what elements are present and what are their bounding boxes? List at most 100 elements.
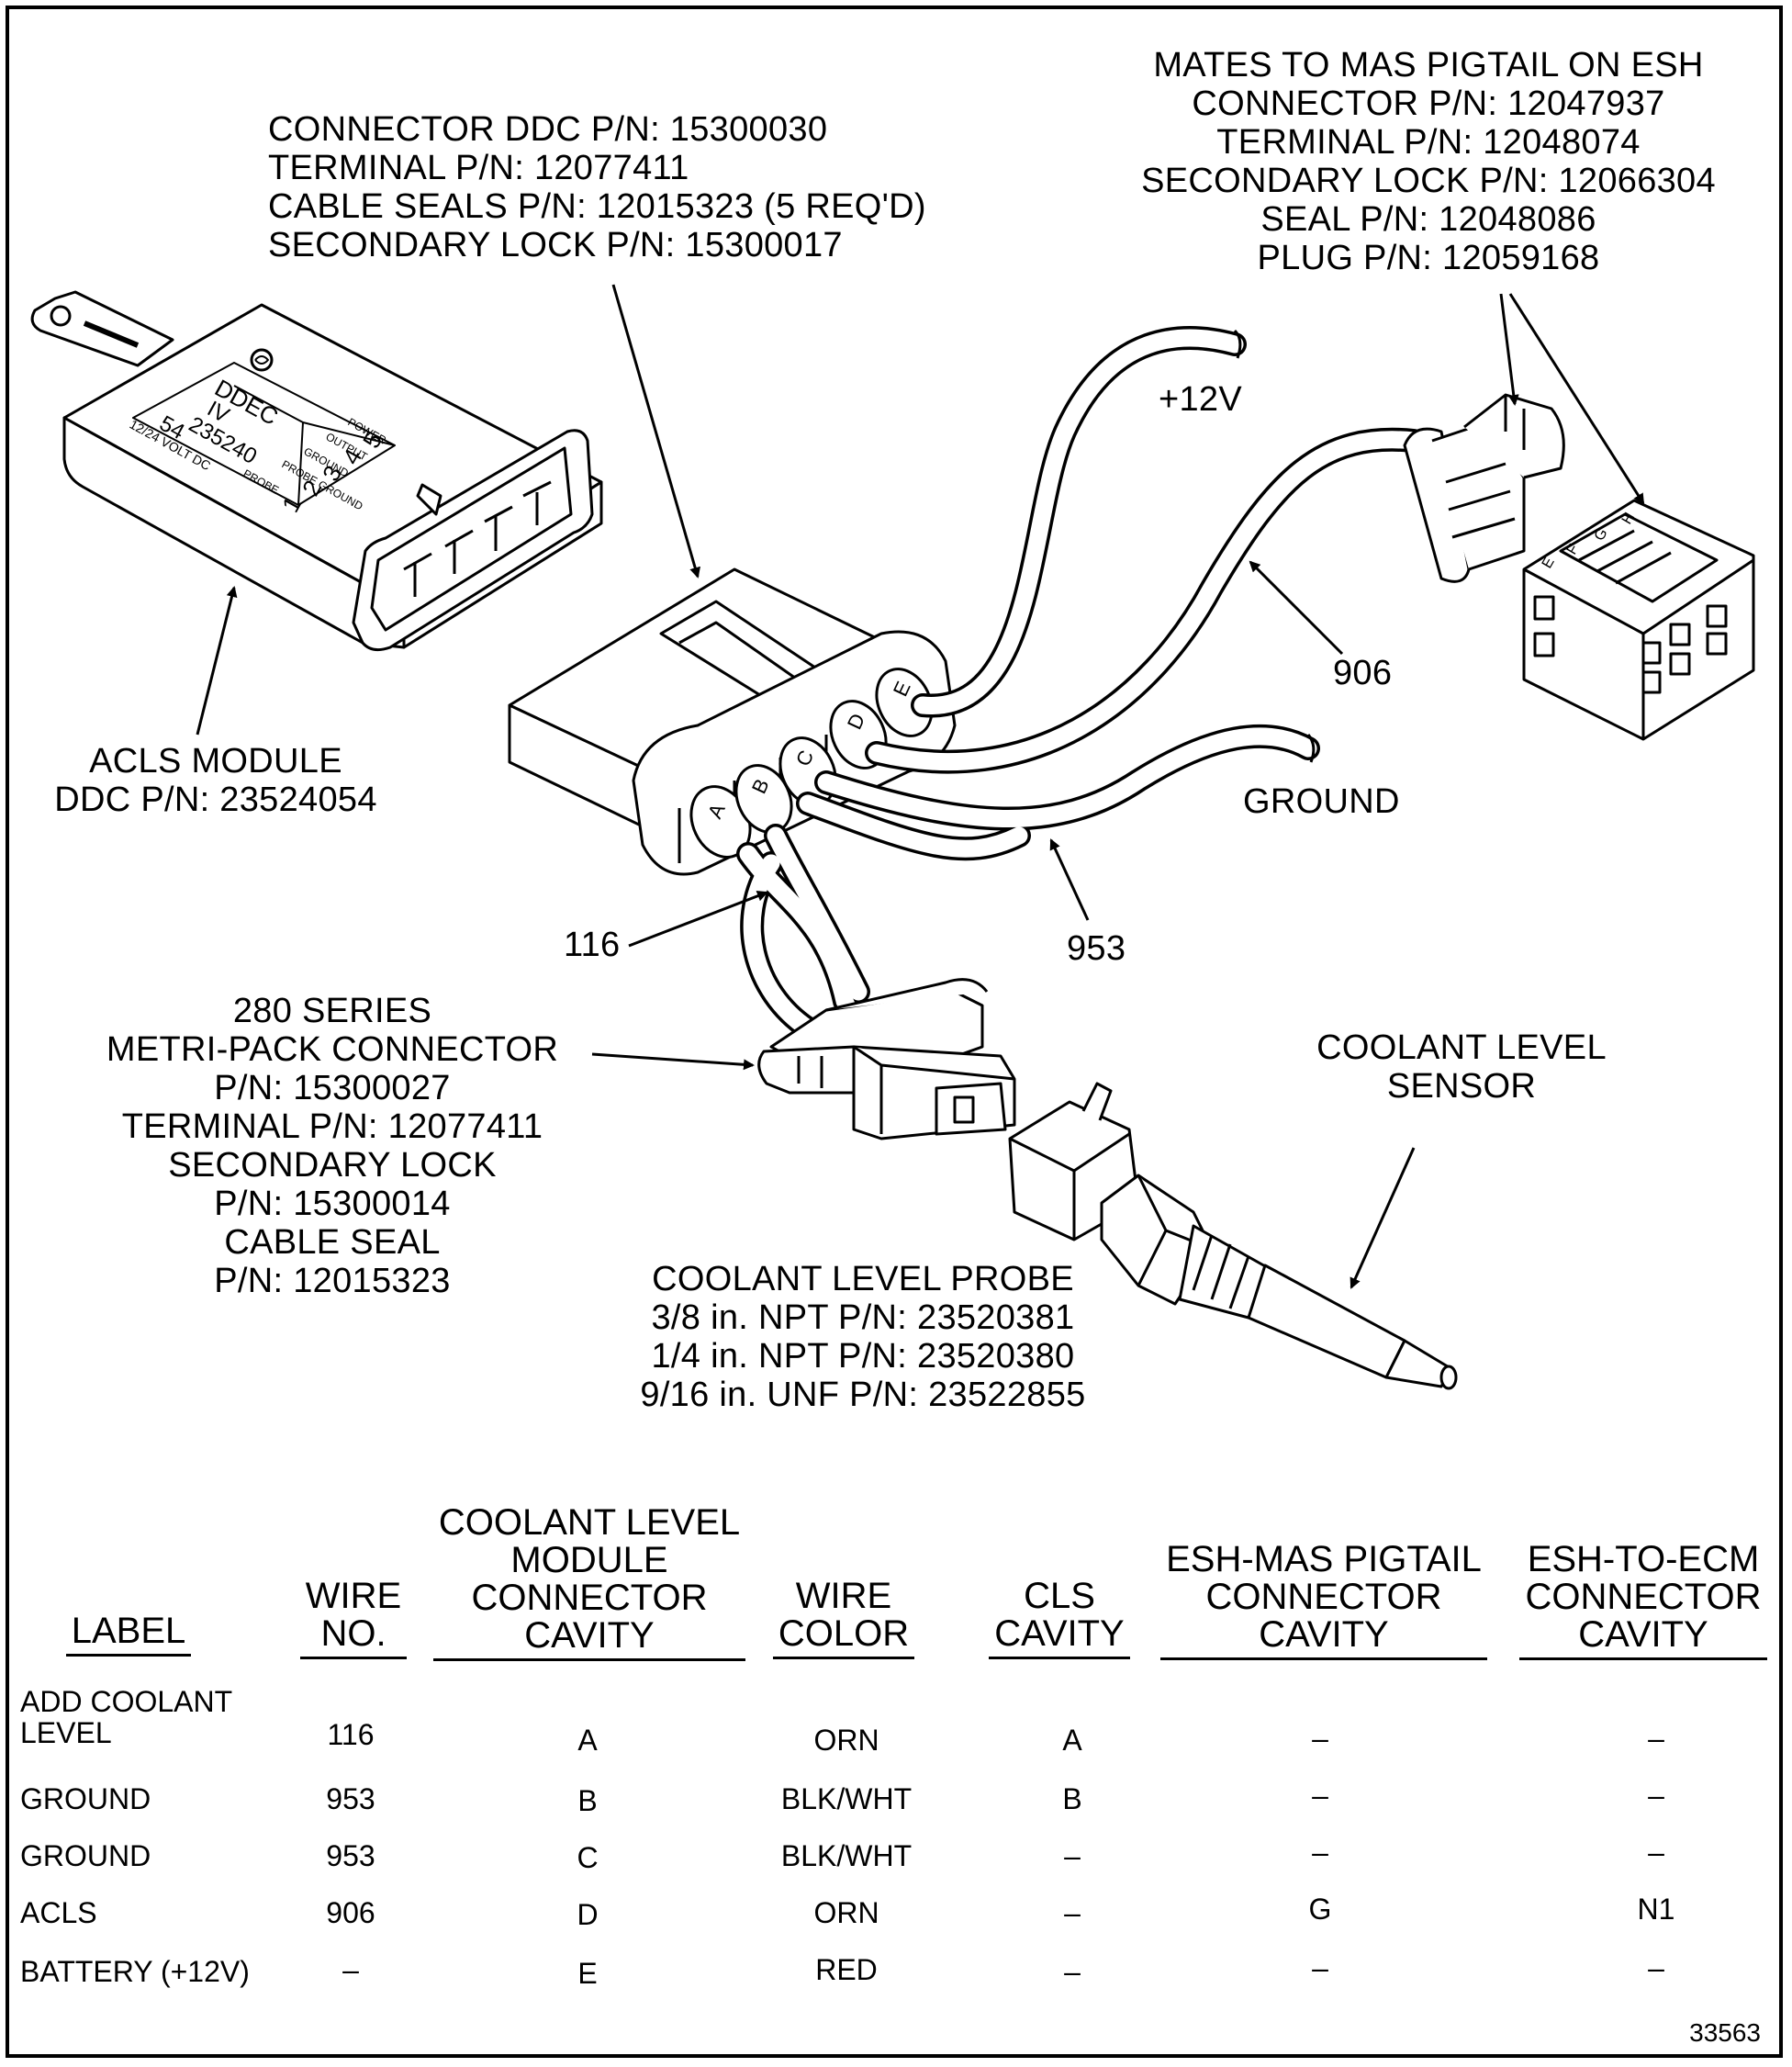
table-row-2-wire: 953 [326,1782,375,1815]
callout-line: CABLE SEALS P/N: 12015323 (5 REQ'D) [268,187,926,226]
esh-connector [1403,393,1755,741]
label-plus12v: +12V [1159,380,1243,419]
header-line: WIRE [305,1576,402,1616]
label-line: LEVEL [20,1716,112,1749]
table-row-4-cls: – [1064,1896,1081,1929]
table-row-2-esh-mas: – [1312,1779,1328,1812]
callout-line: 1/4 in. NPT P/N: 23520380 [651,1337,1075,1376]
arrow-acls [196,586,238,736]
callout-line: COOLANT LEVEL [1316,1028,1607,1067]
header-line: ESH-MAS PIGTAIL [1166,1539,1482,1579]
callout-line: P/N: 12015323 [214,1262,451,1300]
callout-line: PLUG P/N: 12059168 [1257,239,1600,277]
header-line: NO. [320,1613,386,1654]
table-row-1-label: ADD COOLANT LEVEL [20,1686,232,1748]
callout-line: METRI-PACK CONNECTOR [106,1030,559,1069]
arrow-mates-b [1508,293,1645,505]
leader-arrows [196,284,1645,1289]
callout-mates-to-mas: MATES TO MAS PIGTAIL ON ESH CONNECTOR P/… [1116,46,1741,277]
header-line: CONNECTOR [1525,1577,1762,1617]
wire-breaks [1233,329,1316,763]
table-row-5-esh-mas: – [1312,1951,1328,1984]
arrow-116 [628,891,768,948]
label-line: ADD COOLANT [20,1685,233,1718]
table-row-3-esh-ecm: – [1648,1836,1664,1869]
table-row-1-cls: A [1062,1724,1082,1757]
table-row-4-label: ACLS [20,1897,97,1928]
callout-line: TERMINAL P/N: 12048074 [1216,123,1641,162]
figure-frame [6,6,1783,2058]
table-row-1-cavity: A [577,1724,598,1757]
table-row-5-label: BATTERY (+12V) [20,1956,250,1987]
header-line: CAVITY [524,1615,655,1656]
table-row-4-esh-mas: G [1308,1893,1332,1926]
arrow-mates-a [1499,293,1519,406]
header-line: CONNECTOR [471,1578,708,1618]
table-row-3-wire: 953 [326,1839,375,1872]
table-row-5-esh-ecm: – [1648,1951,1664,1984]
table-row-4-wire: 906 [326,1896,375,1929]
label-wire-953: 953 [1067,929,1126,968]
callout-line: CONNECTOR P/N: 12047937 [1192,84,1665,123]
arrow-sensor [1350,1147,1416,1289]
callout-line: ACLS MODULE [89,742,342,781]
callout-line: SECONDARY LOCK P/N: 15300017 [268,226,843,264]
header-line: CLS [1024,1576,1095,1616]
header-line: MODULE [510,1540,668,1580]
table-row-3-label: GROUND [20,1840,151,1871]
table-row-5-wire: – [342,1953,359,1986]
callout-line: MATES TO MAS PIGTAIL ON ESH [1153,46,1704,84]
header-line: CONNECTOR [1205,1577,1442,1617]
table-row-2-cls: B [1062,1782,1082,1815]
arrow-906 [1249,560,1344,656]
table-row-1-esh-ecm: – [1648,1722,1664,1755]
header-line: WIRE [795,1576,892,1616]
table-row-1-esh-mas: – [1312,1722,1328,1755]
table-row-5-cavity: E [577,1957,598,1990]
table-row-3-color: BLK/WHT [780,1839,913,1872]
callout-line: SEAL P/N: 12048086 [1260,200,1596,239]
callout-acls-module: ACLS MODULE DDC P/N: 23524054 [37,742,395,819]
callout-line: TERMINAL P/N: 12077411 [121,1107,543,1146]
callout-line: 280 SERIES [232,992,432,1030]
arrow-953 [1049,838,1090,921]
callout-line: COOLANT LEVEL PROBE [652,1260,1074,1298]
table-row-1-color: ORN [813,1724,879,1757]
callout-coolant-probe: COOLANT LEVEL PROBE 3/8 in. NPT P/N: 235… [606,1260,1120,1414]
header-line: LABEL [71,1611,186,1651]
label-line: GROUND [20,1782,151,1815]
callout-line: P/N: 15300014 [214,1185,451,1223]
table-row-5-cls: – [1064,1955,1081,1988]
table-row-2-cavity: B [577,1784,598,1817]
callout-line: DDC P/N: 23524054 [54,781,377,819]
label-wire-906: 906 [1333,654,1393,692]
arrow-connector-ddc [611,284,700,579]
header-line: CAVITY [994,1613,1125,1654]
table-row-3-cavity: C [577,1841,599,1874]
callout-line: SECONDARY LOCK P/N: 12066304 [1141,162,1716,200]
label-line: ACLS [20,1896,97,1929]
label-wire-116: 116 [564,926,621,964]
header-line: CAVITY [1578,1614,1708,1655]
table-row-4-color: ORN [813,1896,879,1929]
coolant-probe [1008,1082,1458,1390]
callout-line: TERMINAL P/N: 12077411 [268,149,689,187]
table-row-2-color: BLK/WHT [780,1782,913,1815]
table-row-2-esh-ecm: – [1648,1779,1664,1812]
callout-line: SENSOR [1386,1067,1537,1106]
callout-connector-ddc: CONNECTOR DDC P/N: 15300030 TERMINAL P/N… [268,110,926,264]
metripack-connector [757,978,1016,1140]
label-ground: GROUND [1243,782,1400,821]
arrow-metripack [591,1052,755,1071]
table-row-2-label: GROUND [20,1783,151,1814]
header-line: ESH-TO-ECM [1527,1539,1760,1579]
header-line: CAVITY [1259,1614,1389,1655]
acls-module [30,290,603,652]
table-row-4-esh-ecm: N1 [1637,1893,1675,1926]
table-header-label: LABEL [55,1612,202,1657]
